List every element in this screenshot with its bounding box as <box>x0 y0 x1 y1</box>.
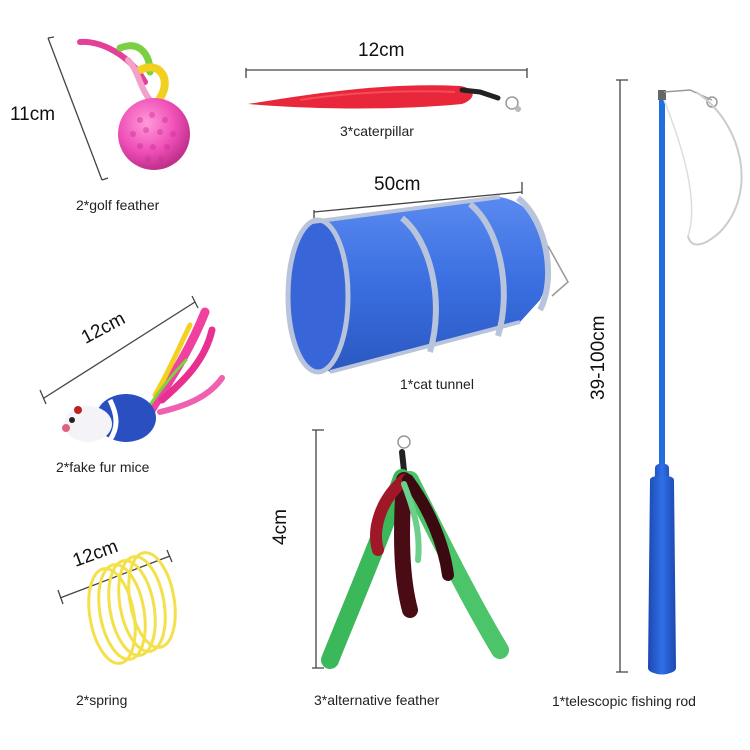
caterpillar-label: 3*caterpillar <box>340 123 414 139</box>
fishing-rod-label: 1*telescopic fishing rod <box>552 693 696 709</box>
fake-fur-mice-label: 2*fake fur mice <box>56 459 150 475</box>
golf-feather-dimension: 11cm <box>10 104 56 125</box>
fake-fur-mouse-toy <box>39 295 225 442</box>
cat-tunnel-label: 1*cat tunnel <box>400 376 474 392</box>
telescopic-fishing-rod <box>616 79 743 675</box>
caterpillar-dimension: 12cm <box>358 40 405 61</box>
alternative-feather-toy <box>312 429 509 669</box>
golf-feather-label: 2*golf feather <box>76 197 160 213</box>
golf-feather-toy <box>47 36 190 181</box>
alternative-feather-label: 3*alternative feather <box>314 692 440 708</box>
spring-label: 2*spring <box>76 692 128 708</box>
spring-toy <box>57 549 177 665</box>
caterpillar-toy <box>245 68 528 112</box>
cat-tunnel-dimension: 50cm <box>374 174 421 195</box>
cat-tunnel-toy <box>285 182 569 375</box>
alternative-feather-dimension: 4cm <box>270 509 291 545</box>
fishing-rod-dimension: 39-100cm <box>588 315 609 401</box>
